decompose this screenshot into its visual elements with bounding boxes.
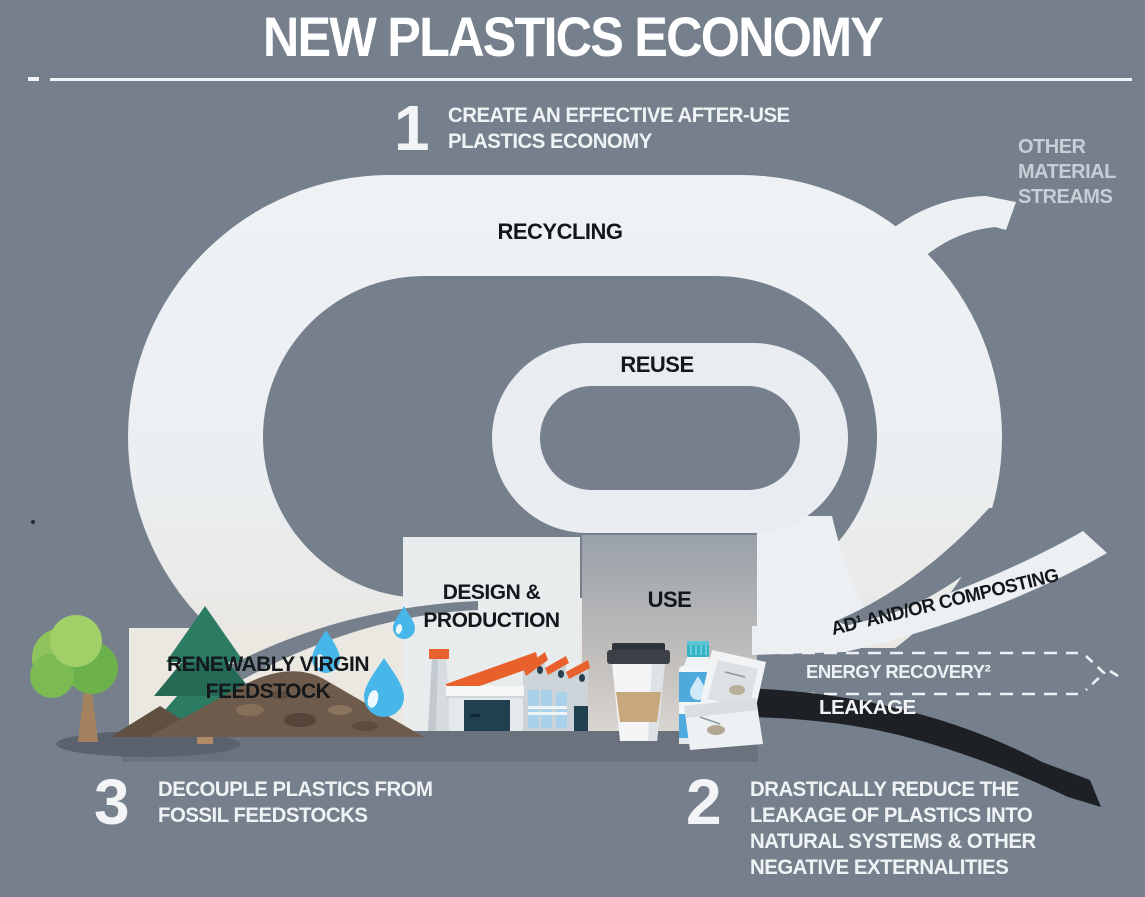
step3-number: 3 [94, 766, 130, 838]
step2-number: 2 [686, 766, 722, 838]
step3-line2: FOSSIL FEEDSTOCKS [158, 804, 368, 827]
step2-line2: LEAKAGE OF PLASTICS INTO [750, 804, 1033, 827]
step2-line3: NATURAL SYSTEMS & OTHER [750, 830, 1036, 853]
stray-dot [31, 520, 35, 524]
header-divider-dash [28, 77, 39, 81]
feedstock-label: RENEWABLY VIRGIN FEEDSTOCK [137, 651, 399, 705]
composting-arrow [752, 531, 1107, 655]
use-label: USE [647, 587, 692, 612]
energy-recovery-label: ENERGY RECOVERY² [806, 661, 991, 682]
deciduous-tree-icon [30, 615, 118, 742]
compost-pile-icon [110, 671, 424, 737]
reuse-loop-shape [492, 343, 848, 533]
food-container-icon [684, 650, 766, 750]
leakage-label: LEAKAGE [819, 696, 916, 719]
tree-shadow [56, 731, 240, 757]
other-line2: MATERIAL [1018, 161, 1116, 183]
step2-text: DRASTICALLY REDUCE THE LEAKAGE OF PLASTI… [750, 777, 1036, 881]
step2-line4: NEGATIVE EXTERNALITIES [750, 856, 1009, 879]
design-production-label: DESIGN & PRODUCTION [403, 579, 580, 635]
header-divider [50, 78, 1132, 81]
leakage-band [740, 688, 1101, 807]
step1-number: 1 [394, 92, 430, 164]
design-line2: PRODUCTION [423, 609, 560, 632]
step3-line1: DECOUPLE PLASTICS FROM [158, 778, 433, 801]
feedstock-line2: FEEDSTOCK [205, 680, 331, 703]
other-line3: STREAMS [1018, 186, 1113, 208]
other-line1: OTHER [1018, 136, 1086, 158]
recycling-label: RECYCLING [497, 219, 623, 244]
feedstock-line1: RENEWABLY VIRGIN [166, 653, 370, 676]
coffee-cup-icon [607, 643, 670, 741]
step3-text: DECOUPLE PLASTICS FROM FOSSIL FEEDSTOCKS [158, 777, 433, 829]
step2-line1: DRASTICALLY REDUCE THE [750, 778, 1019, 801]
swoosh-cut-right [836, 508, 1031, 630]
other-material-streams-arrow [888, 196, 1016, 263]
step1-line1: CREATE AN EFFECTIVE AFTER-USE [448, 104, 790, 127]
factory-icon [428, 649, 590, 731]
water-drop-icon [312, 606, 415, 717]
reuse-label: REUSE [620, 352, 694, 377]
step1-text: CREATE AN EFFECTIVE AFTER-USE PLASTICS E… [448, 103, 790, 155]
other-material-streams-label: OTHER MATERIAL STREAMS [1018, 135, 1116, 210]
step1-line2: PLASTICS ECONOMY [448, 130, 652, 153]
page-title: NEW PLASTICS ECONOMY [262, 5, 884, 68]
design-line1: DESIGN & [442, 581, 541, 604]
